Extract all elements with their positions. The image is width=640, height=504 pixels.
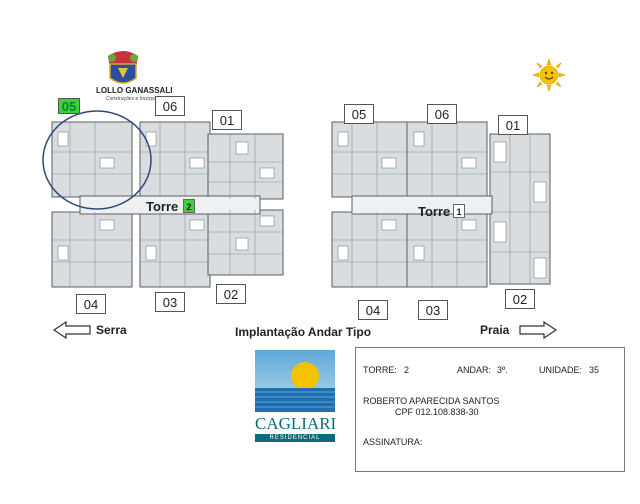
owner-cpf: CPF 012.108.838-30 [395,407,479,417]
brand-sub: RESIDENCIAL [255,434,335,442]
direction-right-label: Praia [480,323,510,337]
andar-label: ANDAR: [457,365,492,375]
unidade-label: UNIDADE: [539,365,583,375]
torre-label: TORRE: [363,365,397,375]
tower-1-unit-02-label: 02 [505,289,535,309]
logo-tagline: Construções e Incorporações [106,96,172,102]
selected-unit-circle [42,110,152,210]
tower-2-unit-03-label: 03 [155,292,185,312]
tower-1-unit-03-label: 03 [418,300,448,320]
torre-value: 2 [404,365,410,375]
unidade-value: 35 [589,365,600,375]
logo-name: LOLLO GANASSALI [96,86,173,95]
tower-1-number: 1 [453,204,465,218]
tower-1-label: Torre [418,204,451,219]
tower-2-number: 2 [183,199,195,213]
tower-2-unit-06-label: 06 [155,96,185,116]
developer-logo: LOLLO GANASSALI Construções e Incorporaç… [88,48,172,102]
smiling-sun-icon [532,58,566,92]
tower-1-unit-05-label: 05 [344,104,374,124]
right-arrow-icon [519,320,558,340]
tower-2-unit-04-label: 04 [76,294,106,314]
cagliari-logo: CAGLIARI RESIDENCIAL [255,350,337,442]
tower-1-unit-01-label: 01 [498,115,528,135]
floor-plan-title: Implantação Andar Tipo [235,325,372,339]
brand-name: CAGLIARI [255,414,337,433]
left-arrow-icon [52,320,91,340]
sun-over-sea-icon [255,350,335,412]
tower-2-label: Torre [146,199,179,214]
direction-left-label: Serra [96,323,127,337]
tower-2-unit-05-label: 05 [58,98,80,114]
tower-2-unit-01-label: 01 [212,110,242,130]
tower-1-unit-06-label: 06 [427,104,457,124]
unit-info-box: TORRE: 2 ANDAR: 3º. UNIDADE: 35 ROBERTO … [355,347,625,472]
tower-2-unit-02-label: 02 [216,284,246,304]
tower-1-unit-04-label: 04 [358,300,388,320]
crest-logo-icon [108,51,138,84]
signature-label: ASSINATURA: [363,437,423,447]
tower-1-floor-plan [331,121,551,288]
andar-value: 3º. [497,365,508,375]
owner-name: ROBERTO APARECIDA SANTOS [363,396,500,406]
